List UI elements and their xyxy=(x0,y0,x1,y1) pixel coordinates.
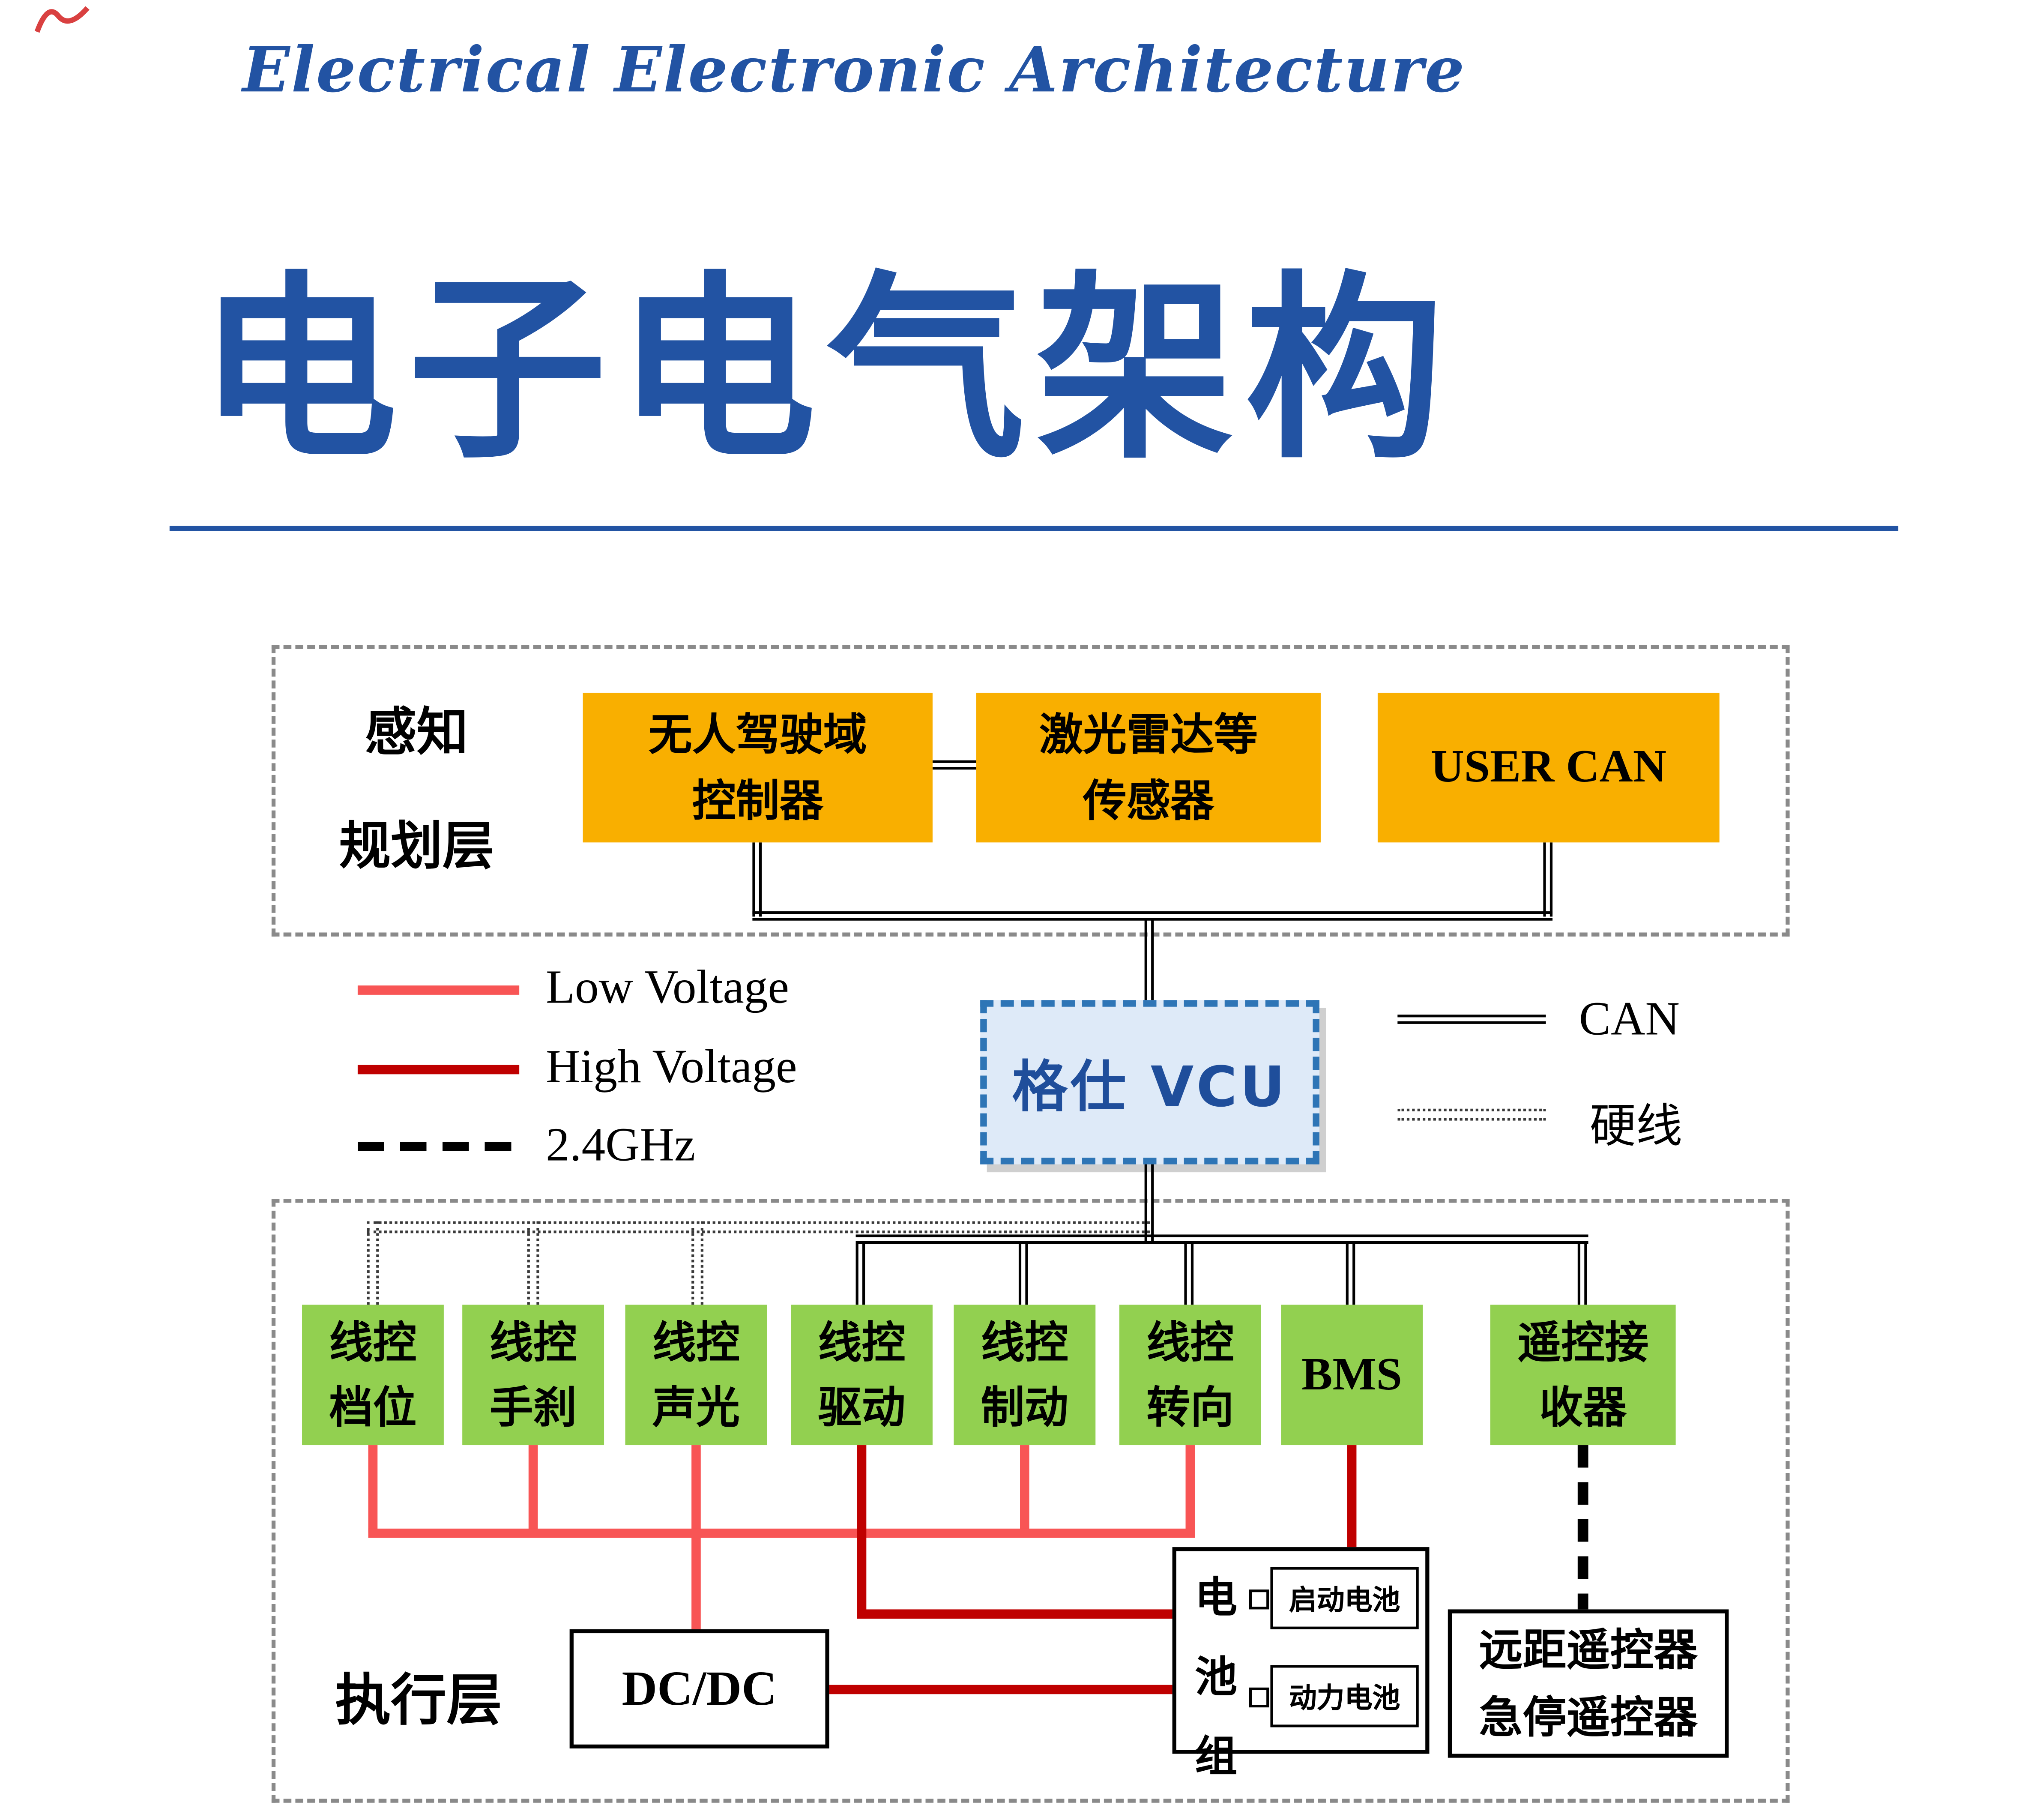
node-label: 远距遥控器 xyxy=(1479,1623,1698,1676)
node-wire-steering: 线控 转向 xyxy=(1119,1305,1261,1446)
node-label: 线控 xyxy=(652,1316,740,1368)
legend-low-voltage-line xyxy=(357,985,520,995)
node-wire-soundlight: 线控 声光 xyxy=(625,1305,767,1446)
node-vcu: 格仕 VCU xyxy=(980,1000,1319,1164)
english-script-title: Electrical Electronic Architecture xyxy=(242,34,1466,108)
can-line-controller-down xyxy=(752,842,762,917)
node-autonomous-domain-controller: 无人驾驶域 控制器 xyxy=(583,692,933,843)
node-label: 无人驾驶域 xyxy=(648,709,867,760)
node-label: 急停遥控器 xyxy=(1479,1691,1698,1743)
node-label: 制动 xyxy=(981,1381,1068,1434)
hardwire-to-soundlight xyxy=(691,1221,703,1305)
can-line-to-steering xyxy=(1184,1244,1194,1305)
perception-layer-label-line1: 感知 xyxy=(365,703,469,763)
execution-layer-container xyxy=(271,1198,1790,1803)
red-pen-mark xyxy=(34,6,90,33)
node-label: 手刹 xyxy=(489,1381,577,1434)
node-label: 遥控接 xyxy=(1517,1316,1649,1368)
node-label: 线控 xyxy=(329,1316,417,1368)
node-label: 传感器 xyxy=(1083,774,1214,826)
node-label: 声光 xyxy=(652,1381,740,1434)
node-wire-brake: 线控 制动 xyxy=(954,1305,1096,1446)
lv-line-brake xyxy=(1020,1445,1029,1533)
node-remote-receiver: 遥控接 收器 xyxy=(1490,1305,1676,1446)
hv-line-bms-to-battery xyxy=(1347,1445,1357,1548)
node-label: 驱动 xyxy=(818,1381,906,1434)
page-title: 电子电气架构 xyxy=(198,255,1455,486)
can-line-to-remote-receiver xyxy=(1577,1244,1587,1305)
battery-connector-icon xyxy=(1249,1687,1269,1708)
node-wire-handbrake: 线控 手刹 xyxy=(462,1305,604,1446)
lv-line-handbrake xyxy=(528,1445,538,1533)
lv-bus xyxy=(368,1528,1195,1538)
can-line-to-brake xyxy=(1018,1244,1028,1305)
node-wire-gear: 线控 档位 xyxy=(302,1305,444,1446)
can-line-to-drive xyxy=(855,1244,865,1305)
node-label: 动力电池 xyxy=(1289,1681,1400,1714)
lv-line-gear xyxy=(368,1445,378,1533)
node-user-can: USER CAN xyxy=(1377,692,1720,843)
perception-layer-label: 感知 规划层 xyxy=(307,691,526,880)
node-label: DC/DC xyxy=(622,1661,777,1716)
hardwire-to-gear xyxy=(367,1221,379,1305)
hv-line-drive-to-battery xyxy=(857,1609,1173,1619)
node-label: 线控 xyxy=(818,1316,906,1368)
can-line-controller-sensors xyxy=(932,760,976,770)
legend-hardwire-label: 硬线 xyxy=(1589,1101,1683,1154)
node-label: 激光雷达等 xyxy=(1039,709,1258,760)
battery-pack-label: 电 池 组 xyxy=(1195,1564,1237,1784)
node-label: 收器 xyxy=(1539,1381,1627,1434)
node-remote-controller: 远距遥控器 急停遥控器 xyxy=(1448,1609,1729,1758)
legend-can-line xyxy=(1397,1015,1546,1024)
hv-line-dcdc-to-battery xyxy=(829,1685,1173,1694)
title-divider xyxy=(169,526,1899,531)
node-label: 线控 xyxy=(1146,1316,1234,1368)
node-dcdc: DC/DC xyxy=(569,1629,829,1749)
node-lidar-sensors: 激光雷达等 传感器 xyxy=(976,692,1321,843)
node-wire-drive: 线控 驱动 xyxy=(791,1305,933,1446)
can-line-usercan-down xyxy=(1543,842,1553,917)
can-line-vcu-down xyxy=(1144,1164,1154,1244)
node-label: USER CAN xyxy=(1430,741,1666,793)
node-label: 控制器 xyxy=(692,774,823,826)
node-starter-battery: 启动电池 xyxy=(1270,1567,1419,1629)
hardwire-to-handbrake xyxy=(527,1221,539,1305)
execution-layer-label: 执行层 xyxy=(335,1667,502,1733)
hardwire-bus xyxy=(367,1221,1150,1233)
perception-layer-label-line2: 规划层 xyxy=(339,817,494,877)
node-label: 转向 xyxy=(1146,1381,1234,1434)
legend-high-voltage-label: High Voltage xyxy=(545,1039,797,1093)
node-battery-pack: 电 池 组 启动电池 动力电池 xyxy=(1172,1547,1430,1781)
can-line-to-bms xyxy=(1346,1244,1355,1305)
legend-hardwire-line xyxy=(1397,1108,1546,1121)
node-bms: BMS xyxy=(1281,1305,1423,1446)
vcu-label: 格仕 VCU xyxy=(1012,1054,1288,1119)
legend-24ghz-label: 2.4GHz xyxy=(545,1118,696,1171)
battery-pack-char: 组 xyxy=(1195,1731,1238,1782)
node-label: BMS xyxy=(1301,1348,1402,1400)
can-line-to-vcu xyxy=(1144,918,1154,1003)
node-label: 档位 xyxy=(329,1381,417,1434)
perception-layer-container xyxy=(271,645,1790,937)
legend-24ghz-line xyxy=(357,1142,520,1151)
node-label: 启动电池 xyxy=(1289,1584,1400,1616)
legend-can-label: CAN xyxy=(1579,992,1680,1045)
battery-pack-char: 池 xyxy=(1195,1652,1238,1702)
wireless-link-receiver-to-remote xyxy=(1577,1445,1588,1610)
node-label: 线控 xyxy=(489,1316,577,1368)
battery-connector-icon xyxy=(1249,1590,1269,1610)
battery-pack-char: 电 xyxy=(1195,1572,1238,1623)
node-power-battery: 动力电池 xyxy=(1270,1665,1419,1727)
hv-line-drive-down xyxy=(857,1445,867,1619)
can-bus-bottom xyxy=(855,1234,1588,1244)
node-label: 线控 xyxy=(981,1316,1068,1368)
lv-line-steering xyxy=(1185,1445,1195,1533)
legend-high-voltage-line xyxy=(357,1065,520,1075)
legend-low-voltage-label: Low Voltage xyxy=(545,960,789,1014)
